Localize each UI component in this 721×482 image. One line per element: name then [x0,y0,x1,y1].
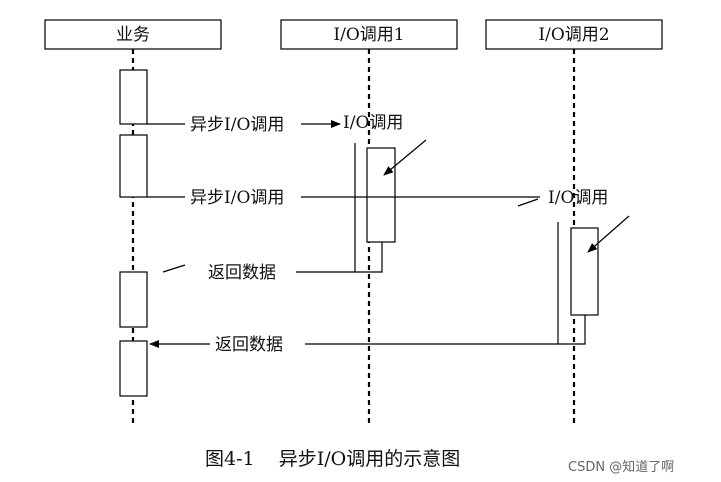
message-tick-async-2 [517,198,539,207]
watermark: CSDN @知道了啊 [568,459,674,475]
lane-header-io2: I/O调用2 [485,19,663,50]
message-label-async-call-2: 异步I/O调用 [190,188,284,208]
figure-caption: 图4-1 异步I/O调用的示意图 [205,448,460,470]
lane-label-io1: I/O调用1 [333,25,404,45]
return-label-data-2: 返回数据 [215,335,283,355]
lane-header-business: 业务 [44,19,222,50]
lane-header-io1: I/O调用1 [280,19,458,50]
activation-io2-inner [570,227,599,316]
activation-business-2 [119,134,148,198]
activation-business-4 [119,340,148,397]
io2-pointer [587,215,630,253]
note-io-call-1: I/O调用 [343,113,403,133]
note-io-call-2: I/O调用 [548,188,608,208]
return-label-data-1: 返回数据 [208,263,276,283]
message-label-async-call-1: 异步I/O调用 [190,115,284,135]
return-tick-1 [162,264,186,273]
io1-pointer [383,139,427,176]
activation-business-3 [119,271,148,328]
lane-label-business: 业务 [116,25,150,45]
activation-business-1 [119,69,148,125]
lane-label-io2: I/O调用2 [538,25,609,45]
activation-io1-inner [366,147,396,243]
